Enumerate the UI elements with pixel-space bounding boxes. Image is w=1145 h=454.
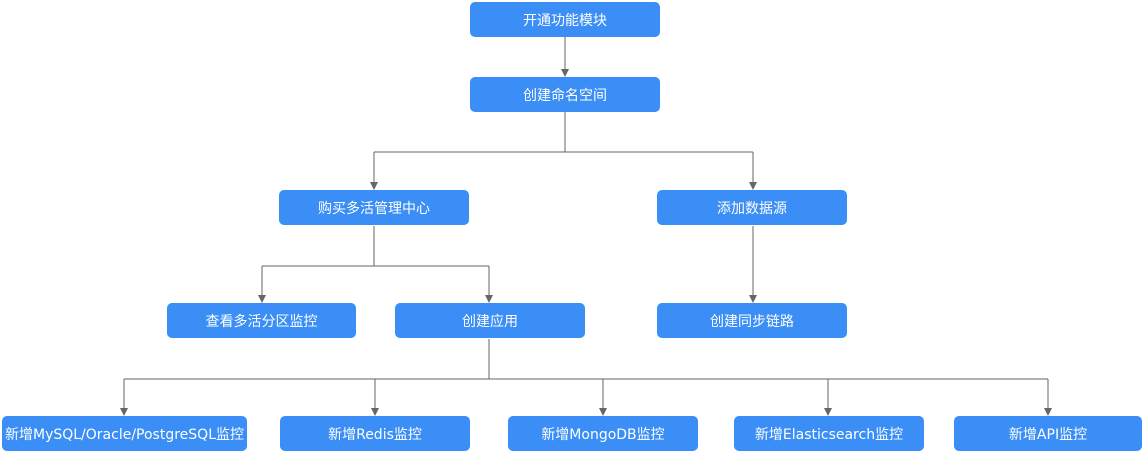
node-label: 新增MongoDB监控 xyxy=(541,426,665,443)
node-label: 查看多活分区监控 xyxy=(205,313,318,330)
node-view-zone-monitor[interactable]: 查看多活分区监控 xyxy=(167,303,356,338)
node-label: 购买多活管理中心 xyxy=(318,200,430,217)
node-label: 新增Elasticsearch监控 xyxy=(754,426,904,443)
node-label: 新增API监控 xyxy=(1008,426,1088,443)
node-add-mongodb-monitor[interactable]: 新增MongoDB监控 xyxy=(508,416,698,451)
node-add-es-monitor[interactable]: 新增Elasticsearch监控 xyxy=(734,416,924,451)
node-create-sync-link[interactable]: 创建同步链路 xyxy=(657,303,847,338)
node-create-app[interactable]: 创建应用 xyxy=(395,303,585,338)
node-label: 开通功能模块 xyxy=(523,12,607,29)
node-add-api-monitor[interactable]: 新增API监控 xyxy=(954,416,1142,451)
node-label: 新增MySQL/Oracle/PostgreSQL监控 xyxy=(4,426,244,443)
node-enable-module[interactable]: 开通功能模块 xyxy=(470,2,660,37)
node-add-redis-monitor[interactable]: 新增Redis监控 xyxy=(280,416,470,451)
node-create-namespace[interactable]: 创建命名空间 xyxy=(470,77,660,112)
node-buy-center[interactable]: 购买多活管理中心 xyxy=(279,190,469,225)
node-label: 添加数据源 xyxy=(717,200,787,217)
node-label: 创建命名空间 xyxy=(523,87,607,104)
node-add-sql-monitor[interactable]: 新增MySQL/Oracle/PostgreSQL监控 xyxy=(2,416,247,451)
node-add-datasource[interactable]: 添加数据源 xyxy=(657,190,847,225)
node-label: 创建同步链路 xyxy=(710,313,794,330)
node-label: 创建应用 xyxy=(462,313,518,330)
node-label: 新增Redis监控 xyxy=(328,426,422,443)
